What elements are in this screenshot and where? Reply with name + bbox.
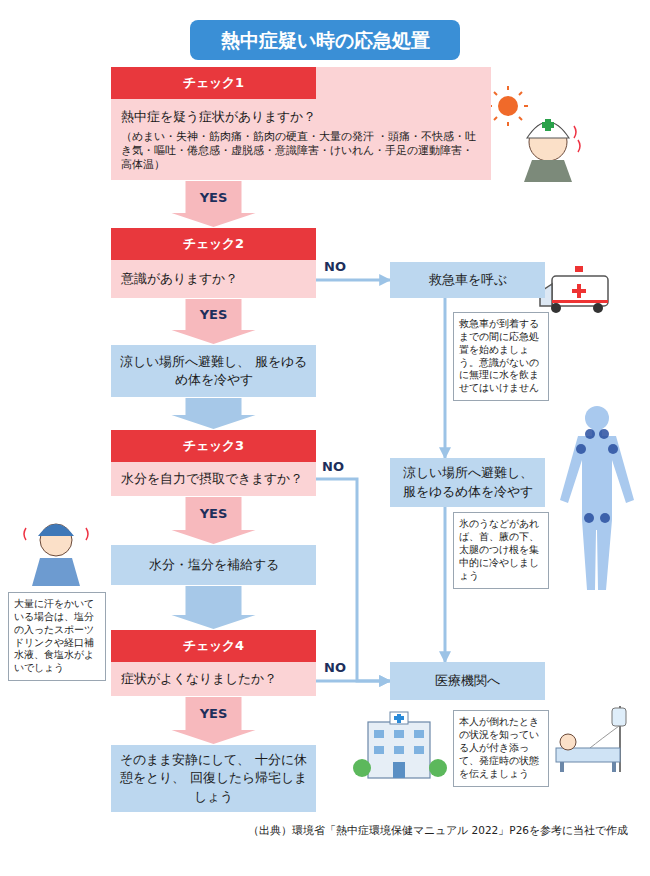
- action-box: そのまま安静にして、 十分に休憩をとり、 回復したら帰宅しましょう: [111, 745, 316, 812]
- check-question: 意識がありますか？: [121, 270, 306, 288]
- flow-line: [444, 507, 447, 662]
- ambulance-illustration: [540, 266, 608, 313]
- flow-arrow: [172, 697, 256, 744]
- check-header: チェック4: [111, 630, 316, 662]
- flow-line: [316, 479, 390, 681]
- note-box: 大量に汗をかいている場合は、塩分の入ったスポーツドリンクや経口補水液、食塩水がよ…: [8, 592, 106, 681]
- note-text: 本人が倒れたときの状況を知っている人が付き添って、発症時の状態を伝えましょう: [459, 716, 543, 780]
- flow-line: [316, 279, 390, 282]
- check-header: チェック2: [111, 228, 316, 260]
- note-box: 救急車が到着するまでの間に応急処置を始めましょう。意識がないのに無理に水を飲ませ…: [453, 312, 549, 401]
- flow-line: [316, 680, 390, 683]
- check-body: 症状がよくなりましたか？: [111, 662, 316, 696]
- thirsty-worker-illustration: [24, 524, 88, 586]
- action-text: そのまま安静にして、 十分に休憩をとり、 回復したら帰宅しましょう: [119, 751, 308, 806]
- edge-label: NO: [322, 459, 344, 474]
- symptom-list: （めまい・失神・筋肉痛・筋肉の硬直・大量の発汗 ・頭痛・不快感・吐き気・嘔吐・倦…: [121, 129, 481, 172]
- edge-label: NO: [324, 660, 346, 675]
- action-text: 救急車を呼ぶ: [398, 271, 537, 289]
- flow-line: [444, 298, 447, 458]
- hospital-building-illustration: [353, 712, 447, 778]
- edge-label: YES: [200, 706, 228, 721]
- check-question: 症状がよくなりましたか？: [121, 670, 306, 688]
- note-box: 本人が倒れたときの状況を知っている人が付き添って、発症時の状態を伝えましょう: [453, 710, 549, 787]
- action-text: 医療機関へ: [398, 672, 537, 690]
- note-text: 救急車が到着するまでの間に応急処置を始めましょう。意識がないのに無理に水を飲ませ…: [459, 318, 543, 395]
- action-text: 涼しい場所へ避難し、 服をゆるめ体を冷やす: [119, 353, 308, 389]
- edge-label: YES: [200, 506, 228, 521]
- sun-worker-illustration: [488, 86, 580, 182]
- action-text: 涼しい場所へ避難し、 服をゆるめ体を冷やす: [398, 464, 537, 500]
- check-question: 水分を自力で摂取できますか？: [121, 470, 306, 488]
- check-body: 水分を自力で摂取できますか？: [111, 462, 316, 496]
- flow-arrow: [172, 398, 256, 429]
- edge-label: YES: [200, 190, 228, 205]
- action-text: 水分・塩分を補給する: [119, 556, 308, 574]
- action-box: 救急車を呼ぶ: [390, 262, 545, 298]
- check-box: チェック3 水分を自力で摂取できますか？: [111, 430, 316, 496]
- diagram-title: 熱中症疑い時の応急処置: [190, 20, 460, 60]
- flow-arrow: [172, 181, 256, 227]
- action-box: 水分・塩分を補給する: [111, 545, 316, 585]
- edge-label: NO: [324, 259, 346, 274]
- check-box: チェック1 熱中症を疑う症状がありますか？ （めまい・失神・筋肉痛・筋肉の硬直・大量…: [111, 67, 491, 180]
- check-body: 意識がありますか？: [111, 260, 316, 298]
- action-box: 涼しい場所へ避難し、 服をゆるめ体を冷やす: [111, 345, 316, 397]
- action-box: 医療機関へ: [390, 662, 545, 700]
- flow-arrow: [172, 299, 256, 344]
- check-header: チェック3: [111, 430, 316, 462]
- check-box: チェック2 意識がありますか？: [111, 228, 316, 298]
- flow-arrow: [172, 497, 256, 544]
- check-box: チェック4 症状がよくなりましたか？: [111, 630, 316, 696]
- check-header: チェック1: [111, 67, 316, 99]
- source-caption: （出典）環境省「熱中症環境保健マニュアル 2022」P26を参考に当社で作成: [248, 824, 628, 838]
- flow-arrow: [172, 586, 256, 629]
- body-cooling-illustration: [560, 406, 634, 590]
- patient-bed-illustration: [556, 706, 626, 772]
- action-box: 涼しい場所へ避難し、 服をゆるめ体を冷やす: [390, 458, 545, 507]
- check-question: 熱中症を疑う症状がありますか？: [121, 108, 481, 126]
- note-text: 大量に汗をかいている場合は、塩分の入ったスポーツドリンクや経口補水液、食塩水がよ…: [14, 598, 100, 675]
- note-text: 氷のうなどがあれば、首、腋の下、太腿のつけ根を集中的に冷やしましょう: [459, 518, 543, 582]
- check-body: 熱中症を疑う症状がありますか？ （めまい・失神・筋肉痛・筋肉の硬直・大量の発汗 ・…: [111, 99, 491, 180]
- edge-label: YES: [200, 307, 228, 322]
- note-box: 氷のうなどがあれば、首、腋の下、太腿のつけ根を集中的に冷やしましょう: [453, 512, 549, 589]
